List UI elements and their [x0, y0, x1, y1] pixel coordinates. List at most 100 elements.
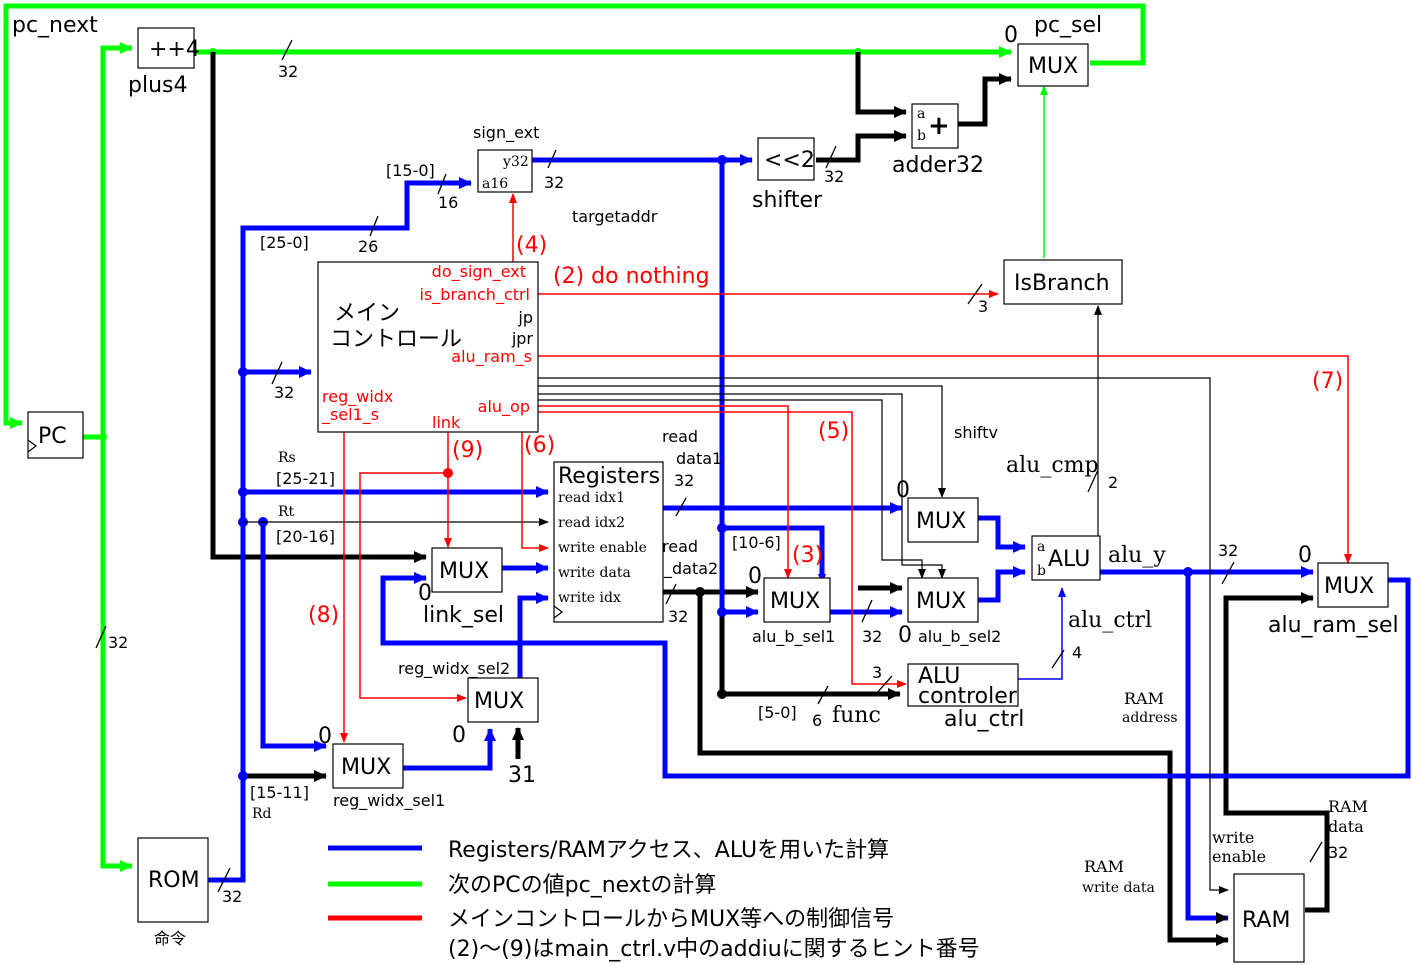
width-aluy: 32 [1218, 541, 1238, 560]
const-31: 31 [508, 763, 536, 788]
reg-port-read-idx2: read idx2 [558, 515, 625, 531]
out-is-branch-ctrl: is_branch_ctrl [420, 285, 531, 305]
pc-sel-mux: MUX 0 pc_sel [1004, 13, 1102, 87]
alu-ctrl-text-2: controler [918, 684, 1018, 709]
red-control-wires [340, 193, 1352, 743]
sign-ext-y: y32 [502, 154, 529, 170]
width-mainctrl: 32 [274, 383, 294, 402]
link-sel-zero: 0 [418, 581, 432, 606]
pc-register: PC [27, 411, 84, 459]
out-jp: jp [517, 308, 533, 327]
ram-data-2: data [1328, 817, 1364, 836]
reg-widx-sel1-label: reg_widx_sel1 [333, 791, 445, 811]
plus4-label: plus4 [128, 73, 187, 98]
registers-title: Registers [558, 464, 660, 489]
out-do-sign-ext: do_sign_ext [432, 262, 526, 282]
bits-20-16: [20-16] [276, 527, 335, 546]
alu-a-mux: MUX 0 [896, 478, 979, 543]
signal-labels: pc_next targetaddr shiftv alu_cmp alu_y … [12, 13, 1368, 896]
alu-a-mux-zero: 0 [896, 478, 910, 503]
plus4-block: ++4 plus4 [128, 27, 200, 98]
adder-a: a [917, 106, 925, 122]
alu-ctrl-signal-label: alu_ctrl [1068, 608, 1152, 633]
main-control-block: メイン コントロール do_sign_ext is_branch_ctrl jp… [317, 261, 539, 433]
alu-block: a b ALU [1031, 535, 1101, 581]
mux-label: MUX [474, 689, 524, 714]
bits-10-6: [10-6] [732, 533, 781, 552]
width-rd1: 32 [674, 471, 694, 490]
rom-block: ROM 命令 [137, 837, 209, 948]
pc-next-label: pc_next [12, 13, 98, 38]
hint-8: (8) [308, 603, 339, 628]
rt-label: Rt [278, 504, 295, 520]
blue-wires [208, 154, 1411, 924]
ram-data-1: RAM [1328, 797, 1368, 816]
alu-cmp-label: alu_cmp [1006, 453, 1099, 478]
func-label: func [832, 703, 881, 728]
width-func: 6 [812, 711, 822, 730]
bus-slashes [95, 39, 1323, 893]
link-sel-mux: MUX 0 link_sel [418, 547, 504, 628]
hint-numbers: (2) do nothing (3) (4) (5) (6) (7) (8) (… [308, 233, 1343, 628]
width-pcnext: 32 [108, 633, 128, 652]
alu-ram-sel-mux: MUX 0 alu_ram_sel [1268, 543, 1399, 638]
reg-widx-sel1-mux: MUX 0 reg_widx_sel1 [318, 724, 445, 811]
adder-block: a b + adder32 [892, 103, 984, 178]
reg-port-read-idx1: read idx1 [558, 490, 625, 506]
width-aluop: 3 [872, 663, 882, 682]
hint-6: (6) [524, 433, 555, 458]
isbranch-text: IsBranch [1014, 271, 1110, 296]
width-ramdata: 32 [1328, 843, 1348, 862]
out-jpr: jpr [511, 329, 534, 348]
mux-label: MUX [916, 589, 966, 614]
width-16: 16 [438, 193, 458, 212]
write-enable-1: write [1212, 828, 1254, 847]
alu-b-sel2-zero: 0 [898, 623, 912, 648]
shifter-block: <<2 shifter [752, 137, 823, 213]
thin-black-wires [243, 305, 1229, 894]
legend-blue-text: Registers/RAMアクセス、ALUを用いた計算 [448, 838, 889, 863]
out-alu-op: alu_op [478, 397, 530, 417]
sign-ext-a: a16 [482, 176, 508, 192]
shiftv-label: shiftv [954, 423, 998, 442]
alu-controller-block: ALU controler alu_ctrl [907, 663, 1024, 732]
hint-4: (4) [516, 233, 547, 258]
ram-address-1: RAM [1124, 689, 1164, 708]
hint-3: (3) [792, 543, 823, 568]
write-enable-2: enable [1212, 847, 1266, 866]
ram-write-data-2: write data [1082, 880, 1155, 896]
width-aluctrl: 4 [1072, 643, 1082, 662]
reg-widx-sel1-zero: 0 [318, 724, 332, 749]
mux-label: MUX [770, 589, 820, 614]
width-26: 26 [358, 237, 378, 256]
hint-5: (5) [818, 419, 849, 444]
width-alucmp: 2 [1108, 473, 1118, 492]
adder-plus: + [928, 111, 950, 141]
black-wires [210, 52, 1330, 946]
width-signext: 32 [544, 173, 564, 192]
bits-25-0: [25-0] [260, 233, 309, 252]
legend-green-text: 次のPCの値pc_nextの計算 [448, 873, 716, 898]
width-rd2: 32 [668, 607, 688, 626]
width-isbranch: 3 [978, 297, 988, 316]
mux-label: MUX [1028, 54, 1078, 79]
ram-address-2: address [1122, 710, 1178, 726]
sign-ext-label: sign_ext [473, 123, 539, 143]
pc-sel-label: pc_sel [1034, 13, 1102, 38]
rom-label: 命令 [154, 929, 186, 948]
mux-label: MUX [341, 755, 391, 780]
legend-hint-text: (2)〜(9)はmain_ctrl.v中のaddiuに関するヒント番号 [448, 937, 980, 962]
width-rom: 32 [222, 887, 242, 906]
out-link: link [432, 413, 461, 432]
reg-port-write-enable: write enable [558, 540, 647, 556]
main-ctrl-title-1: メイン [334, 301, 400, 326]
pc-sel-zero: 0 [1004, 23, 1018, 48]
alu-ram-sel-zero: 0 [1298, 543, 1312, 568]
alu-text: ALU [1048, 547, 1090, 572]
ram-block: RAM [1233, 873, 1305, 963]
shifter-text: <<2 [764, 148, 815, 173]
reg-widx-sel2-label: reg_widx_sel2 [398, 659, 510, 679]
width-alub: 32 [862, 627, 882, 646]
bits-25-21: [25-21] [276, 469, 335, 488]
hint-9: (9) [452, 438, 483, 463]
